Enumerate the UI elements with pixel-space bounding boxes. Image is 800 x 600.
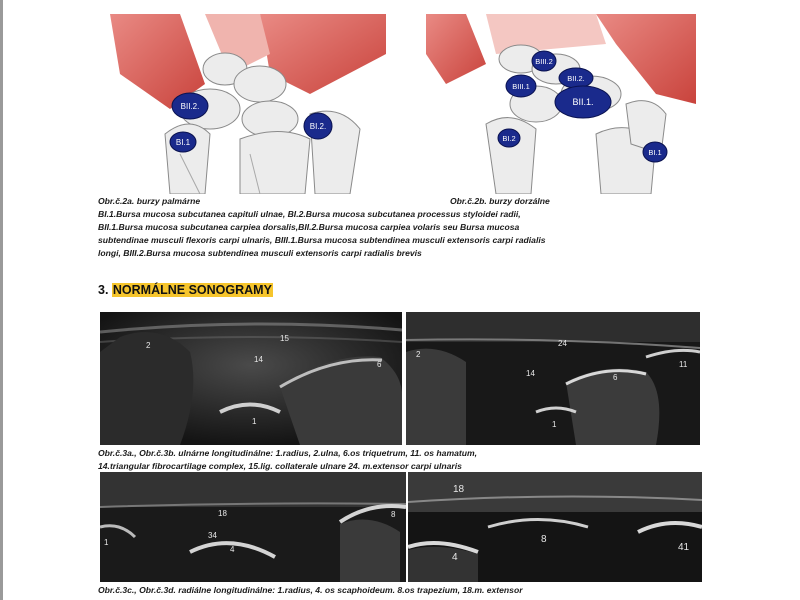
bursa-bi2 (497, 128, 521, 148)
label-1: 1 (552, 420, 557, 429)
caption-line: 14.triangular fibrocartilage complex, 15… (98, 461, 462, 471)
label-14: 14 (526, 369, 535, 378)
sonogram-3d-image: 18 8 4 41 (408, 472, 702, 582)
label-11: 11 (679, 360, 688, 369)
label-8: 8 (391, 510, 396, 519)
sonogram-3b-image: 2 24 14 6 11 1 (406, 312, 700, 445)
bursa-bi2 (303, 112, 333, 140)
muscle-left (426, 14, 486, 84)
label-14: 14 (254, 355, 263, 364)
label-bi2: BI.2. (310, 122, 326, 131)
label-bii1: BII.1. (572, 97, 593, 107)
section-heading: 3. NORMÁLNE SONOGRAMY (98, 283, 273, 297)
label-6: 6 (613, 373, 618, 382)
sonogram-3a-image: 2 15 14 6 1 (100, 312, 402, 445)
caption-2b: Obr.č.2b. burzy dorzálne (450, 196, 550, 206)
bursa-bii1 (554, 85, 612, 119)
label-bii2: BII.2. (181, 102, 200, 111)
label-41: 41 (678, 542, 690, 553)
figure-palmar-bursae: BII.2. BI.1 BI.2. (110, 14, 386, 194)
muscle-left (110, 14, 205, 109)
sonogram-3d: 18 8 4 41 (408, 472, 702, 582)
label-2: 2 (146, 341, 151, 350)
palmar-wrist-illustration: BII.2. BI.1 BI.2. (110, 14, 386, 194)
muscle-right (596, 14, 696, 104)
label-1: 1 (104, 538, 109, 547)
section-title: NORMÁLNE SONOGRAMY (111, 283, 273, 297)
bursa-bii2 (171, 92, 209, 120)
caption-line: Obr.č.3c., Obr.č.3d. radiálne longitudin… (98, 585, 523, 595)
caption-figure-3ab: Obr.č.3a., Obr.č.3b. ulnárne longitudiná… (98, 447, 718, 473)
caption-2a: Obr.č.2a. burzy palmárne (98, 196, 201, 206)
sonogram-3b: 2 24 14 6 11 1 (406, 312, 700, 445)
label-24: 24 (558, 339, 567, 348)
page-left-border (0, 0, 3, 600)
label-6: 6 (377, 360, 382, 369)
caption-line: BII.1.Bursa mucosa subcutanea carpiea do… (98, 222, 520, 232)
bursa-biii1 (505, 74, 537, 98)
label-4: 4 (230, 545, 235, 554)
sonogram-3c: 18 1 34 4 8 (100, 472, 406, 582)
label-bi1: BI.1 (648, 148, 661, 157)
caption-figure-2: Obr.č.2a. burzy palmárne Obr.č.2b. burzy… (98, 195, 718, 260)
label-bi2: BI.2 (502, 134, 515, 143)
label-15: 15 (280, 334, 289, 343)
muscle-right (260, 14, 386, 94)
caption-figure-titles: Obr.č.2a. burzy palmárne Obr.č.2b. burzy… (98, 195, 718, 208)
figure-dorsal-bursae: BIII.2 BIII.1 BII.2. BII.1. BI.2 BI.1 (426, 14, 696, 194)
label-biii2: BIII.2 (535, 57, 553, 66)
label-34: 34 (208, 531, 217, 540)
dorsal-wrist-illustration: BIII.2 BIII.1 BII.2. BII.1. BI.2 BI.1 (426, 14, 696, 194)
label-2: 2 (416, 350, 421, 359)
bursa-bi1 (169, 131, 197, 153)
caption-line: subtendinae musculi flexoris carpi ulnar… (98, 235, 546, 245)
label-1: 1 (252, 417, 257, 426)
bursa-biii2 (531, 50, 557, 72)
caption-line: BI.1.Bursa mucosa subcutanea capituli ul… (98, 209, 521, 219)
caption-figure-3cd: Obr.č.3c., Obr.č.3d. radiálne longitudin… (98, 584, 718, 597)
sonogram-3a: 2 15 14 6 1 (100, 312, 402, 445)
label-18: 18 (218, 509, 227, 518)
caption-line: longi, BIII.2.Bursa mucosa subtendinea m… (98, 248, 422, 258)
section-number: 3. (98, 283, 112, 297)
caption-line: Obr.č.3a., Obr.č.3b. ulnárne longitudiná… (98, 448, 478, 458)
label-biii1: BIII.1 (512, 82, 530, 91)
label-8: 8 (541, 534, 547, 545)
label-18: 18 (453, 484, 465, 495)
label-4: 4 (452, 552, 458, 563)
label-bi1: BI.1 (176, 138, 191, 147)
bursa-bi1 (642, 141, 668, 163)
sonogram-3c-image: 18 1 34 4 8 (100, 472, 406, 582)
label-bii2: BII.2. (567, 74, 585, 83)
